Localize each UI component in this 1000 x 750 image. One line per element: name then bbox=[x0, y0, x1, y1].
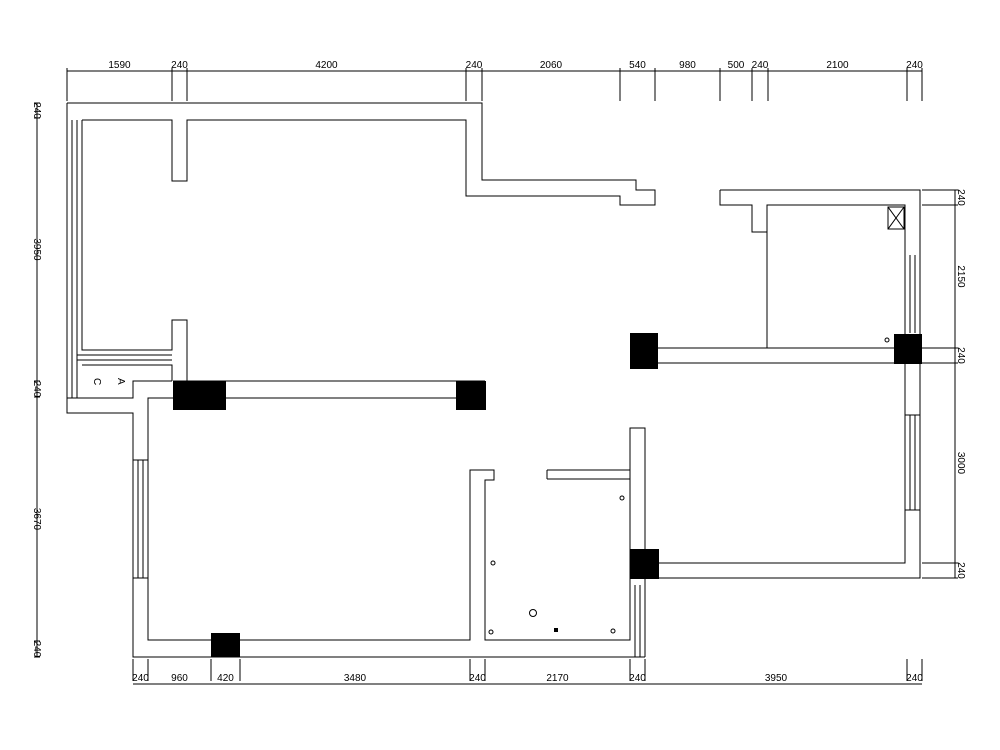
dimension-label: 2060 bbox=[540, 60, 563, 71]
dimension-label: 980 bbox=[679, 60, 696, 71]
column bbox=[630, 333, 658, 369]
dimension-label: 960 bbox=[171, 673, 188, 684]
dimension-label: 4200 bbox=[315, 60, 338, 71]
dimension-label: 3670 bbox=[31, 508, 42, 531]
dimension-lines: 1590 240 4200 240 2060 540 980 500 240 2100 240 240… bbox=[31, 60, 966, 685]
dimension-label: 3950 bbox=[31, 238, 42, 261]
dimension-label: 420 bbox=[217, 673, 234, 684]
dimension-label: 3950 bbox=[765, 673, 788, 684]
dimension-label: 1590 bbox=[108, 60, 131, 71]
dimension-label: 3000 bbox=[955, 452, 966, 475]
dimension-label: 240 bbox=[955, 189, 966, 206]
dimension-label: 540 bbox=[629, 60, 646, 71]
column bbox=[456, 381, 486, 410]
dimension-label: 2170 bbox=[546, 673, 569, 684]
dimension-label: 240 bbox=[132, 673, 149, 684]
dimension-label: 2150 bbox=[955, 265, 966, 288]
column bbox=[173, 381, 226, 410]
column bbox=[894, 334, 922, 364]
dimension-label: 500 bbox=[728, 60, 745, 71]
label-c: C bbox=[91, 378, 102, 385]
dimension-label: 2100 bbox=[826, 60, 849, 71]
dimension-label: 240 bbox=[955, 562, 966, 579]
dimension-label: 240 bbox=[31, 641, 42, 658]
dimension-label: 240 bbox=[906, 60, 923, 71]
dimension-label: 240 bbox=[629, 673, 646, 684]
dimension-label: 240 bbox=[955, 347, 966, 364]
dimension-label: 240 bbox=[31, 381, 42, 398]
dimension-label: 240 bbox=[752, 60, 769, 71]
column bbox=[630, 549, 659, 579]
label-a: A bbox=[115, 378, 126, 385]
dimension-label: 240 bbox=[466, 60, 483, 71]
dimension-label: 240 bbox=[906, 673, 923, 684]
columns bbox=[173, 333, 922, 657]
walls bbox=[66, 102, 921, 658]
column bbox=[211, 633, 240, 657]
dimension-label: 240 bbox=[171, 60, 188, 71]
dimension-label: 3480 bbox=[344, 673, 367, 684]
dimension-label: 240 bbox=[469, 673, 486, 684]
dimension-label: 240 bbox=[31, 102, 42, 119]
